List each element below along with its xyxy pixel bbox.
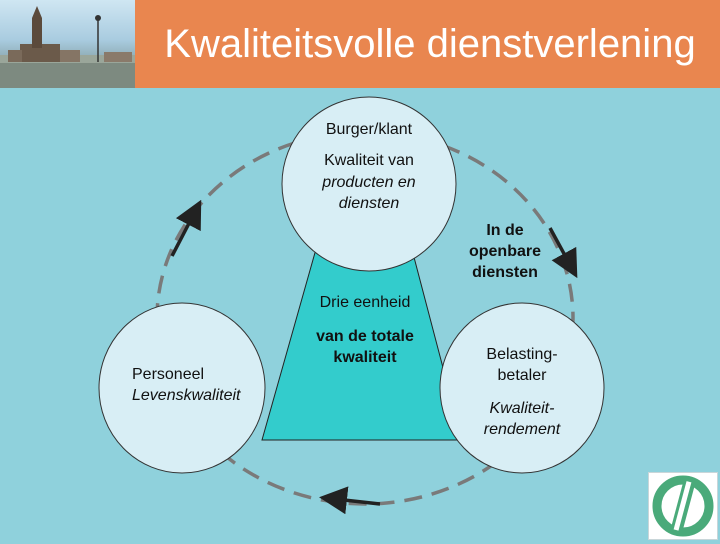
city-skyline-image <box>0 6 135 88</box>
top-circle-line1: Kwaliteit van <box>324 152 414 169</box>
top-circle-line3: diensten <box>338 195 400 212</box>
organization-logo <box>648 472 718 540</box>
right-label-line1: In de <box>486 222 524 239</box>
top-circle-line2: producten en <box>322 174 416 191</box>
right-label-line3: diensten <box>472 264 538 281</box>
right-circle-line2: betaler <box>497 367 547 384</box>
left-circle <box>98 302 266 474</box>
top-circle <box>281 96 457 272</box>
slide-title: Kwaliteitsvolle dienstverlening <box>164 22 696 66</box>
top-circle-heading: Burger/klant <box>325 121 413 138</box>
center-line2: van de totale <box>316 328 414 345</box>
center-line3: kwaliteit <box>333 349 397 366</box>
header-bar: Kwaliteitsvolle dienstverlening <box>0 0 720 88</box>
right-circle <box>439 302 605 474</box>
right-label-line2: openbare <box>468 243 541 260</box>
right-circle-line1: Belasting- <box>486 346 558 363</box>
left-circle-line1: Personeel <box>132 366 205 383</box>
arrow-up-left <box>170 199 202 257</box>
city-photo <box>0 0 135 88</box>
arrow-bottom-left <box>319 486 381 515</box>
right-circle-line4: rendement <box>483 421 561 438</box>
logo-mark-icon <box>652 475 714 537</box>
right-circle-line3: Kwaliteit- <box>489 400 555 417</box>
left-circle-line2: Levenskwaliteit <box>132 387 241 404</box>
arrow-down-right <box>548 227 578 279</box>
center-line1: Drie eenheid <box>319 294 411 311</box>
